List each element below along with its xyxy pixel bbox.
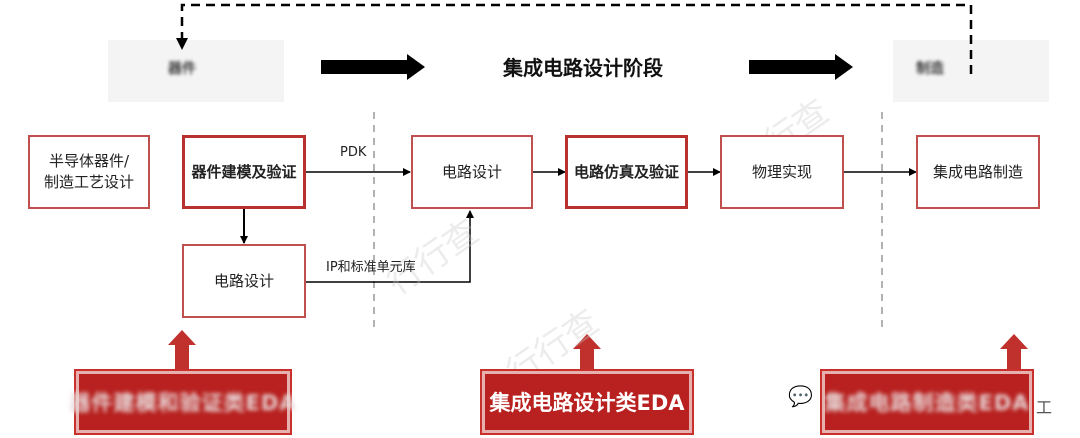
header-blurred-right-label: 制造 [916,61,944,77]
box-semiconductor-design: 半导体器件/ 制造工艺设计 [28,135,150,209]
box-ic-manufacturing: 集成电路制造 [916,135,1040,209]
box-circuit-design-left-label: 电路设计 [213,271,274,290]
eda-banner-device-modeling-label: 器件建模和验证类EDA [69,391,297,415]
eda-banner-device-modeling: 器件建模和验证类EDA [69,371,296,433]
feedback-arrowhead [176,38,188,50]
box-circuit-design: 电路设计 [411,135,533,209]
header-blurred-left-label: 器件 [168,61,196,77]
eda-banner-ic-manufacturing-label: 集成电路制造类EDA [824,391,1030,415]
watermark-tail: 工 [1036,398,1053,417]
box-physical-implementation-label: 物理实现 [751,162,812,181]
pdk-label: PDK [340,145,367,160]
box-physical-implementation: 物理实现 [720,135,844,209]
feedback-dashed-line [180,3,973,74]
ip-library-arrow [305,210,474,283]
eda-banner-ic-manufacturing: 集成电路制造类EDA [822,371,1032,433]
box-ic-manufacturing-label: 集成电路制造 [932,162,1023,181]
eda-banner-ic-design-label: 集成电路设计类EDA [489,391,685,415]
box-semiconductor-design-label: 半导体器件/ 制造工艺设计 [43,152,134,191]
box-circuit-simulation: 电路仿真及验证 [565,135,688,209]
ip-library-label: IP和标准单元库 [326,260,416,275]
wechat-icon: 💬 [788,384,813,408]
box-circuit-design-label: 电路设计 [441,162,502,181]
red-up-arrow-center [573,334,601,371]
header-arrow-right [749,54,853,80]
box-device-modeling-label: 器件建模及验证 [191,162,297,181]
red-up-arrow-left [168,330,196,371]
header-arrow-left [321,54,425,80]
red-up-arrow-right [1000,334,1028,371]
box-device-modeling: 器件建模及验证 [182,135,306,209]
stage-title: 集成电路设计阶段 [503,56,663,80]
header-blur-left [108,40,284,102]
eda-banner-ic-design: 集成电路设计类EDA [482,371,692,433]
box-circuit-design-left: 电路设计 [182,244,306,318]
box-circuit-simulation-label: 电路仿真及验证 [573,162,679,181]
